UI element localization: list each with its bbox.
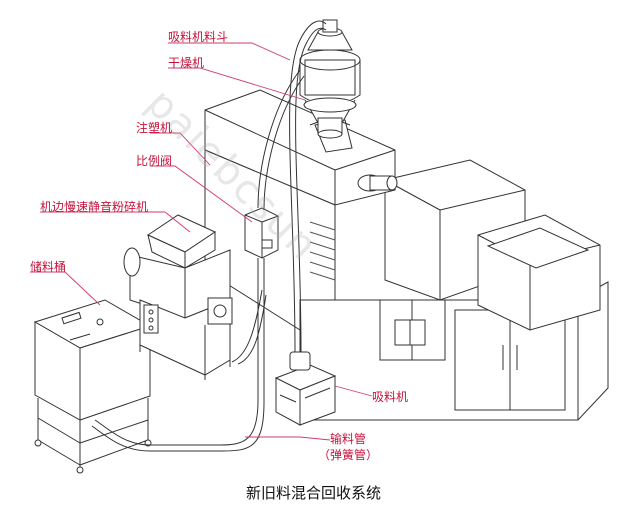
label-loader-hopper: 吸料机料斗 <box>168 30 229 44</box>
storage-bin <box>33 299 152 474</box>
leader-storage-bin <box>30 271 101 306</box>
proportional-valve <box>244 207 279 259</box>
leader-vacuum-loader <box>334 385 373 397</box>
dryer <box>299 19 361 139</box>
leader-loader-hopper <box>168 42 291 61</box>
leader-conveying-pipe <box>245 436 331 441</box>
label-conveying-pipe: 输料管 <box>330 432 367 446</box>
diagram-caption: 新旧料混合回收系统 <box>245 484 381 502</box>
label-storage-bin: 储料桶 <box>30 260 67 274</box>
label-conveying-pipe-note: （弹簧管） <box>318 448 379 462</box>
label-proportional-valve: 比例阀 <box>136 154 173 168</box>
leader-granulator <box>40 211 191 233</box>
label-granulator: 机边慢速静音粉碎机 <box>40 200 149 214</box>
label-vacuum-loader: 吸料机 <box>372 390 409 404</box>
label-injection-machine: 注塑机 <box>136 121 173 135</box>
granulator <box>123 214 233 380</box>
leader-injection-machine <box>150 132 211 166</box>
label-dryer: 干燥机 <box>168 56 205 70</box>
injection-molding-machine <box>204 89 609 421</box>
leader-dryer <box>168 67 306 101</box>
vacuum-loader <box>274 351 337 426</box>
conveying-pipe <box>91 20 327 452</box>
leader-proportional-valve <box>150 165 253 223</box>
